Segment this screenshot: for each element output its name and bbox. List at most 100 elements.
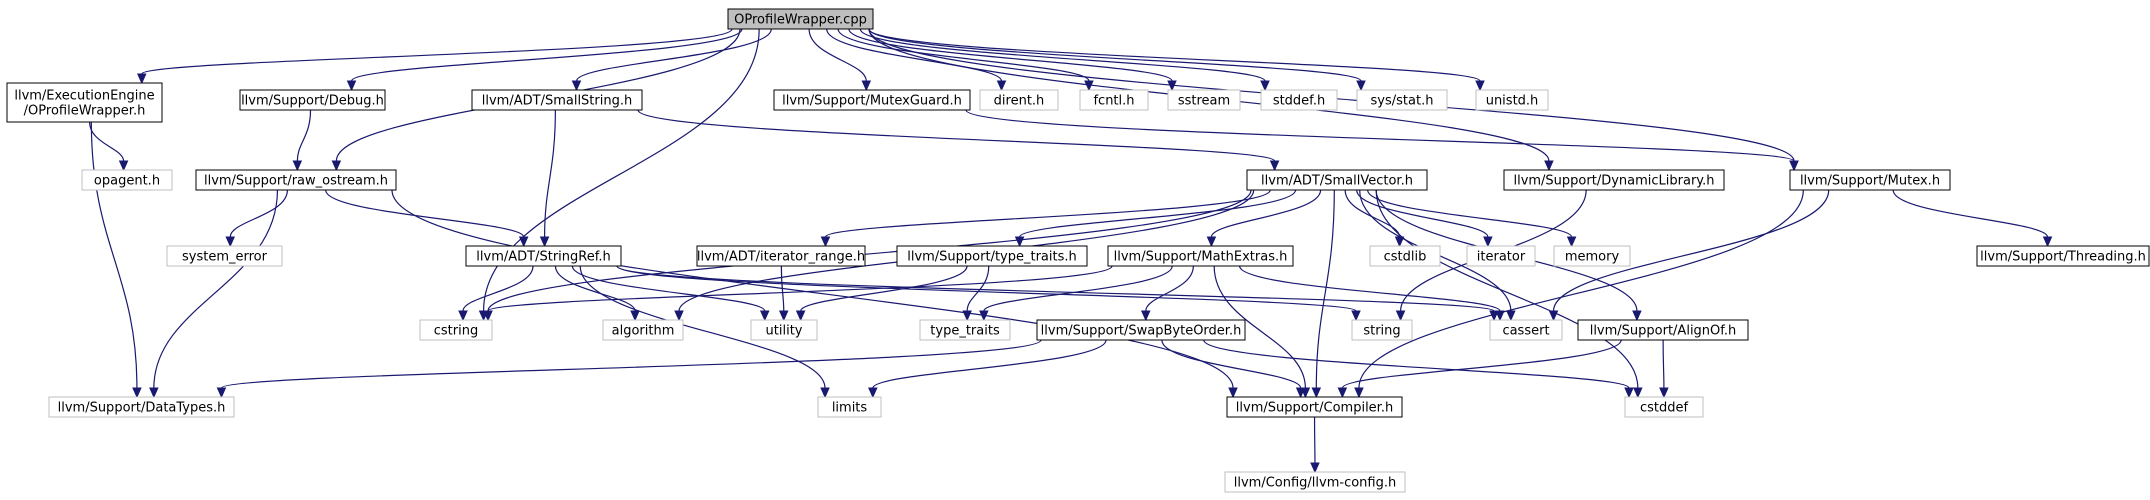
node-box bbox=[1351, 319, 1413, 341]
node-box bbox=[1489, 319, 1563, 341]
node-label: limits bbox=[832, 401, 868, 416]
edge-smallstring-to-smallvector bbox=[637, 109, 1280, 172]
node-label: llvm/Support/MutexGuard.h bbox=[782, 94, 962, 109]
node-iter_range[interactable]: llvm/ADT/iterator_range.h bbox=[696, 245, 866, 267]
node-label: opagent.h bbox=[94, 174, 160, 189]
node-box bbox=[896, 245, 1088, 267]
edge-mathextras-to-cstring bbox=[483, 265, 1113, 322]
edge-mutex-to-compiler bbox=[1354, 189, 1804, 399]
node-alignof[interactable]: llvm/Support/AlignOf.h bbox=[1577, 319, 1749, 341]
node-label: sstream bbox=[1178, 94, 1230, 109]
edge-root-to-unistd bbox=[868, 28, 1485, 92]
node-box bbox=[1553, 245, 1631, 267]
node-root[interactable]: OProfileWrapper.cpp bbox=[727, 8, 874, 30]
node-label: llvm/Support/Mutex.h bbox=[1800, 174, 1940, 189]
node-mutexguard[interactable]: llvm/Support/MutexGuard.h bbox=[773, 89, 971, 111]
node-label: llvm/Support/SwapByteOrder.h bbox=[1041, 324, 1242, 339]
edge-swapbyteorder-to-datatypes bbox=[216, 339, 1042, 399]
node-box bbox=[48, 396, 235, 418]
node-label: llvm/Support/DynamicLibrary.h bbox=[1513, 174, 1714, 189]
node-type_traits_h[interactable]: llvm/Support/type_traits.h bbox=[896, 245, 1088, 267]
node-dynlib[interactable]: llvm/Support/DynamicLibrary.h bbox=[1503, 169, 1725, 191]
node-dirent: dirent.h bbox=[979, 89, 1059, 111]
node-algorithm: algorithm bbox=[602, 319, 684, 341]
nodes-layer: OProfileWrapper.cpp llvm/ExecutionEngine/… bbox=[6, 8, 2150, 493]
node-datatypes: llvm/Support/DataTypes.h bbox=[48, 396, 235, 418]
node-ee_opw[interactable]: llvm/ExecutionEngine/OProfileWrapper.h bbox=[6, 82, 163, 123]
node-label: stddef.h bbox=[1273, 94, 1325, 109]
node-box bbox=[1246, 169, 1428, 191]
node-mutex[interactable]: llvm/Support/Mutex.h bbox=[1789, 169, 1951, 191]
edge-smallstring-to-stringref bbox=[539, 109, 556, 248]
edge-mathextras-to-swapbyteorder bbox=[1140, 265, 1194, 322]
edge-mutex-to-threading bbox=[1892, 189, 2053, 248]
node-threading[interactable]: llvm/Support/Threading.h bbox=[1976, 245, 2150, 267]
node-unistd: unistd.h bbox=[1475, 89, 1549, 111]
edge-mutexguard-to-mutex bbox=[965, 109, 1799, 172]
node-box bbox=[817, 396, 882, 418]
node-label: llvm/ADT/iterator_range.h bbox=[697, 250, 865, 265]
node-label: llvm/Config/llvm-config.h bbox=[1234, 476, 1396, 491]
edge-smallvector-to-memory bbox=[1367, 189, 1577, 248]
node-cassert: cassert bbox=[1489, 319, 1563, 341]
edge-stringref-to-utility bbox=[571, 265, 770, 322]
node-box bbox=[465, 245, 622, 267]
node-compiler[interactable]: llvm/Support/Compiler.h bbox=[1226, 396, 1403, 418]
node-memory: memory bbox=[1553, 245, 1631, 267]
node-raw_ostream[interactable]: llvm/Support/raw_ostream.h bbox=[195, 169, 397, 191]
node-label: OProfileWrapper.cpp bbox=[734, 13, 867, 28]
node-stringref[interactable]: llvm/ADT/StringRef.h bbox=[465, 245, 622, 267]
edge-smallvector-to-cstddef bbox=[1375, 189, 1643, 399]
node-label: llvm/Support/Debug.h bbox=[241, 94, 384, 109]
node-label: llvm/Support/Threading.h bbox=[1980, 250, 2146, 265]
node-smallvector[interactable]: llvm/ADT/SmallVector.h bbox=[1246, 169, 1428, 191]
node-box bbox=[6, 82, 163, 123]
node-box bbox=[750, 319, 818, 341]
edge-raw_ostream-to-datatypes bbox=[149, 189, 279, 399]
node-cstring: cstring bbox=[419, 319, 493, 341]
node-stddef: stddef.h bbox=[1260, 89, 1338, 111]
node-swapbyteorder[interactable]: llvm/Support/SwapByteOrder.h bbox=[1036, 319, 1246, 341]
node-box bbox=[1503, 169, 1725, 191]
edge-raw_ostream-to-system_error bbox=[225, 189, 289, 248]
node-box bbox=[1624, 396, 1704, 418]
edge-ee_opw-to-opagent bbox=[89, 121, 129, 172]
edge-iter_range-to-utility bbox=[778, 265, 789, 322]
node-label: fcntl.h bbox=[1093, 94, 1134, 109]
edge-root-to-ee_opw bbox=[137, 28, 733, 85]
node-box bbox=[1036, 319, 1246, 341]
edge-smallvector-to-cstdlib bbox=[1344, 189, 1405, 248]
node-label: system_error bbox=[182, 250, 268, 265]
edge-smallvector-to-mathextras bbox=[1206, 189, 1322, 248]
edge-stringref-to-algorithm bbox=[554, 265, 640, 322]
node-llvmconfig: llvm/Config/llvm-config.h bbox=[1224, 471, 1406, 493]
node-label: cstring bbox=[434, 324, 478, 339]
edge-alignof-to-cstddef bbox=[1659, 339, 1669, 399]
edge-root-to-dirent bbox=[826, 28, 1007, 92]
edge-smallvector-to-iter_range bbox=[820, 189, 1271, 248]
node-fcntl: fcntl.h bbox=[1079, 89, 1149, 111]
node-sysstat: sys/stat.h bbox=[1356, 89, 1448, 111]
edge-swapbyteorder-to-cstddef bbox=[1203, 339, 1634, 399]
node-mathextras[interactable]: llvm/Support/MathExtras.h bbox=[1107, 245, 1294, 267]
node-label: llvm/Support/type_traits.h bbox=[907, 250, 1077, 265]
node-label: string bbox=[1363, 324, 1400, 339]
node-label: unistd.h bbox=[1486, 94, 1539, 109]
node-box bbox=[1079, 89, 1149, 111]
node-limits: limits bbox=[817, 396, 882, 418]
node-box bbox=[1976, 245, 2150, 267]
edge-mutex-to-cassert bbox=[1548, 189, 1830, 322]
node-label: llvm/Support/MathExtras.h bbox=[1114, 250, 1288, 265]
edge-stringref-to-cassert bbox=[616, 265, 1499, 322]
edge-type_traits_h-to-type_traits bbox=[962, 265, 990, 322]
node-box bbox=[81, 169, 173, 191]
node-sstream: sstream bbox=[1167, 89, 1241, 111]
node-debug[interactable]: llvm/Support/Debug.h bbox=[239, 89, 386, 111]
node-smallstring[interactable]: llvm/ADT/SmallString.h bbox=[471, 89, 643, 111]
node-label: llvm/ADT/SmallVector.h bbox=[1261, 174, 1413, 189]
edge-swapbyteorder-to-compiler bbox=[1161, 339, 1306, 399]
edge-ee_opw-to-datatypes bbox=[90, 121, 142, 399]
node-label: llvm/Support/DataTypes.h bbox=[58, 401, 226, 416]
node-type_traits: type_traits bbox=[919, 319, 1011, 341]
